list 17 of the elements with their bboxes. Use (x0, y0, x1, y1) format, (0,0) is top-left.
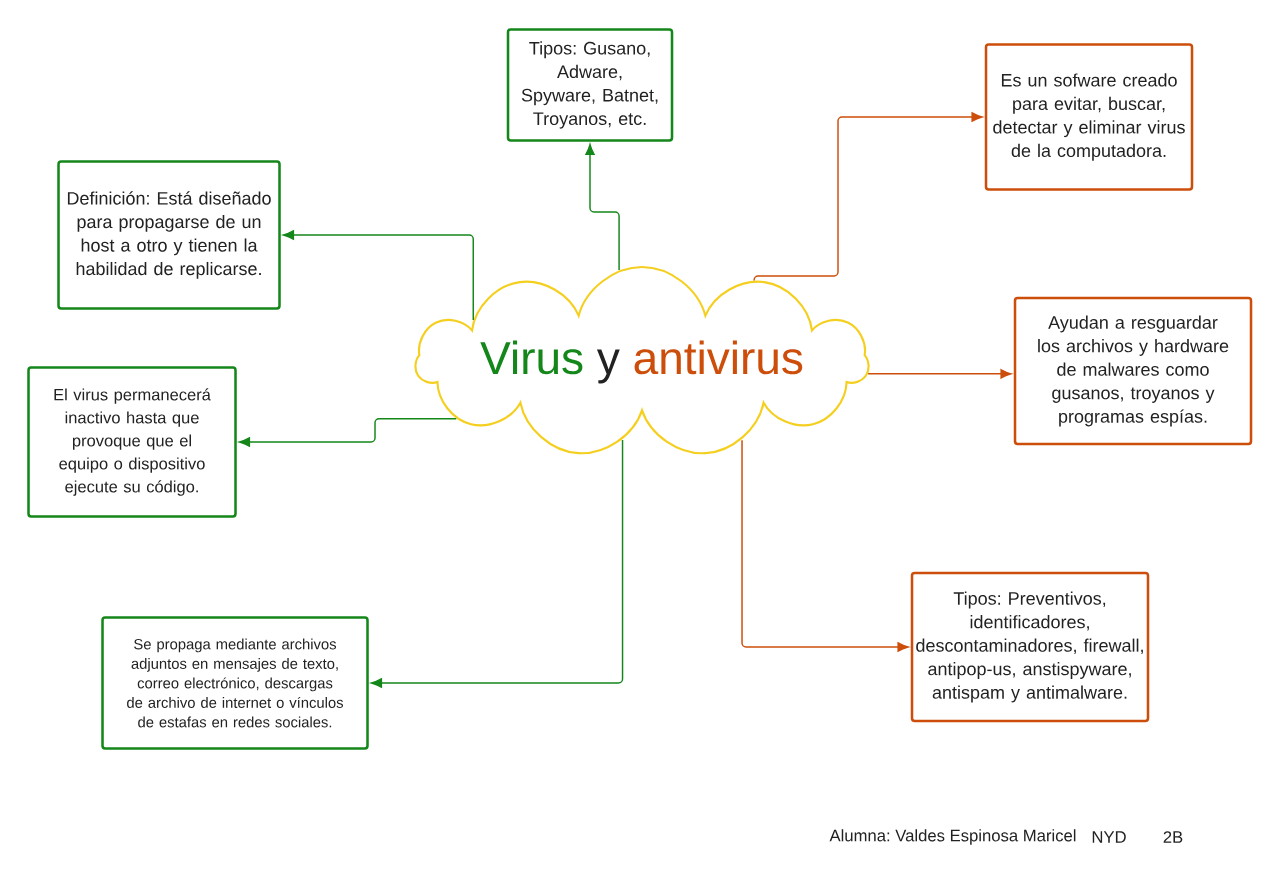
concept-box: El virus permanecerá inactivo hasta que provoque que el equipo o dispositivo ejecute su código. (27, 366, 237, 518)
arrow (282, 230, 474, 321)
arrow (867, 369, 1012, 379)
arrow (370, 439, 624, 688)
concept-box: Definición: Está diseñado para propagarse de un host a otro y tienen la habilidad de replicarse. (57, 160, 281, 310)
concept-box: Tipos: Preventivos, identificadores, descontaminadores, firewall, antipop-us, anstispyware, antispam y antimalware. (910, 571, 1150, 723)
footer-text: NYD (1092, 831, 1126, 843)
footer-text: Alumna: Valdes Espinosa Maricel (829, 829, 1076, 845)
arrow (238, 418, 457, 447)
concept-box: Se propaga mediante archivos adjuntos en mensajes de texto, correo electrónico, descargas de archivo de internet o vínculos de estafas en redes sociales. (101, 616, 369, 750)
footer-text: 2B (1163, 831, 1183, 843)
arrow (753, 112, 983, 282)
concept-box: Es un sofware creado para evitar, buscar, detectar y eliminar virus de la computadora. (984, 43, 1194, 191)
concept-box: Ayudan a resguardar los archivos y hardware de malwares como gusanos, troyanos y programas espías. (1013, 296, 1253, 446)
arrow (585, 143, 620, 271)
concept-box: Tipos: Gusano, Adware, Spyware, Batnet, Troyanos, etc. (506, 28, 674, 142)
arrow (741, 439, 909, 652)
